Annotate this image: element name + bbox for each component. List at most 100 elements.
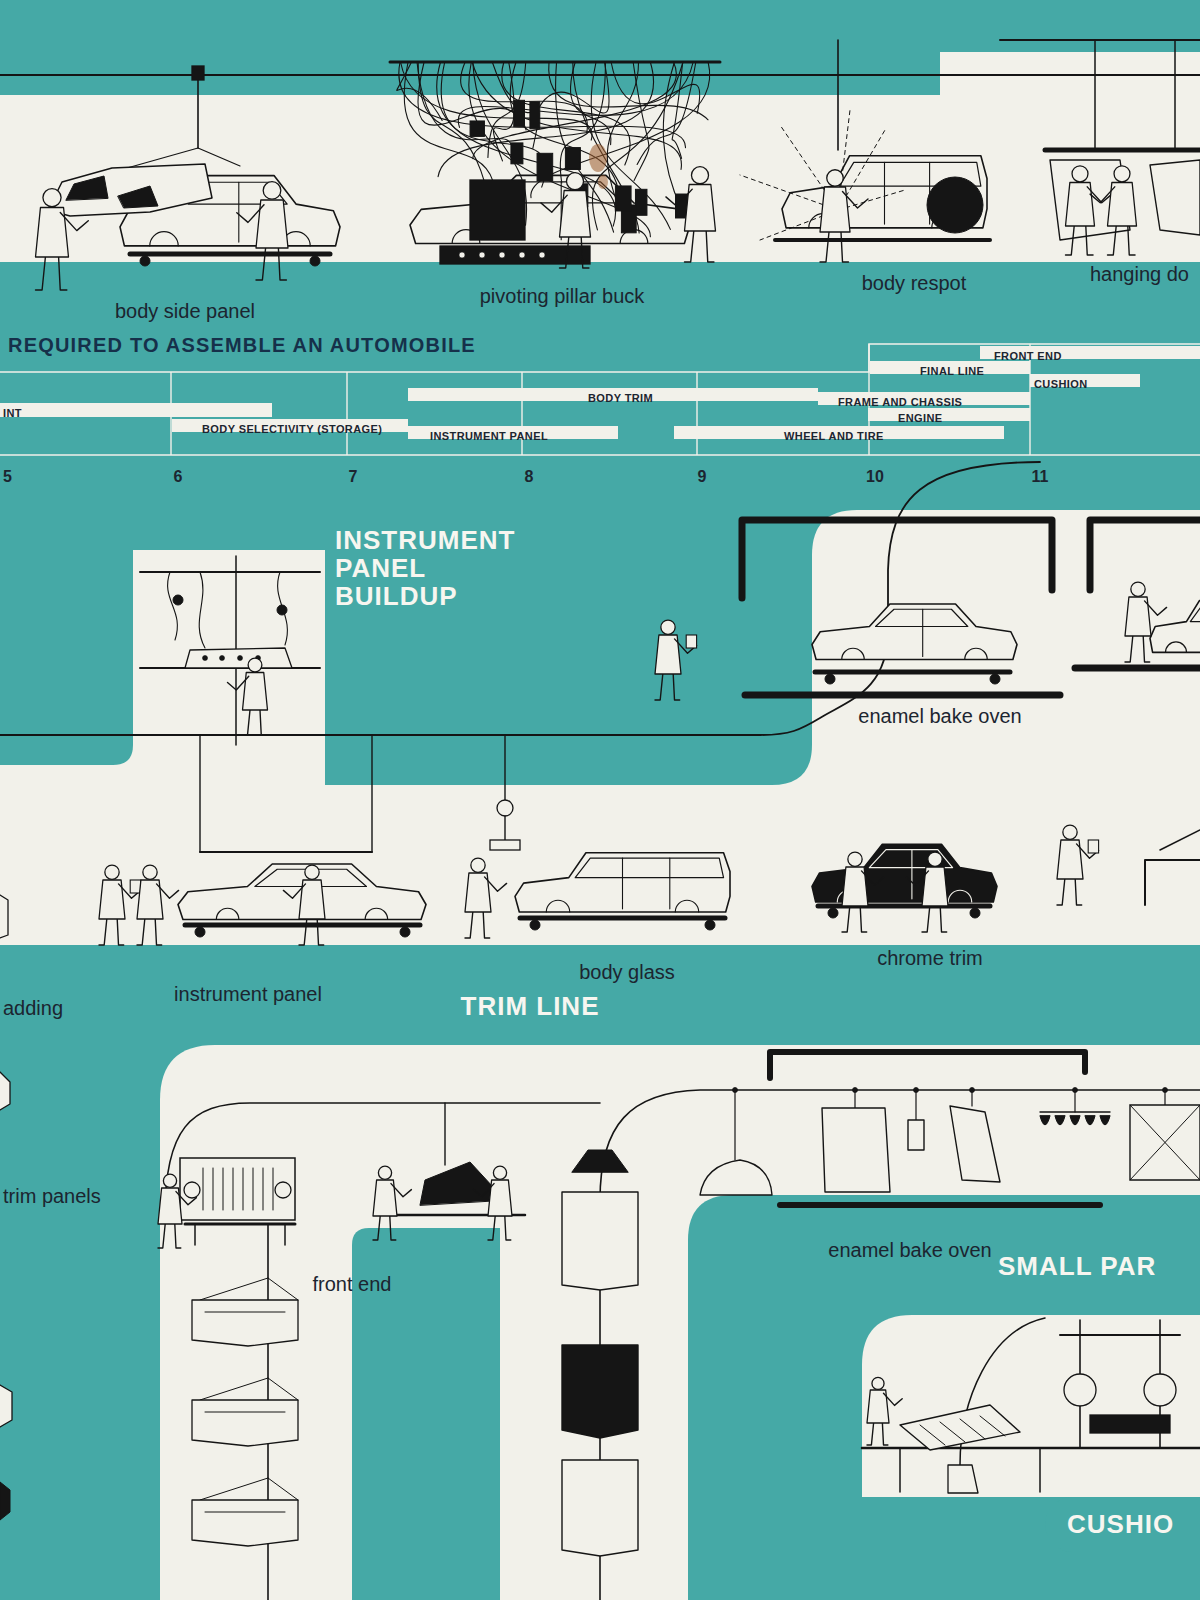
buck-rail xyxy=(390,61,720,64)
worker-figure xyxy=(661,620,675,634)
bar-text: INSTRUMENT PANEL xyxy=(430,430,548,443)
gauge xyxy=(220,656,225,661)
oven-bracket xyxy=(770,1052,1085,1078)
buck-wire xyxy=(437,62,616,226)
worker-figure xyxy=(820,187,850,232)
cushion-part xyxy=(900,1405,1020,1450)
worker-figure xyxy=(305,865,319,879)
worker-figure xyxy=(283,884,305,898)
cushion-stitch xyxy=(920,1425,945,1445)
timeline-rule xyxy=(521,372,522,455)
machine xyxy=(1060,1334,1180,1336)
machine-wheel xyxy=(1144,1374,1176,1406)
worker-figure xyxy=(299,919,307,945)
table xyxy=(1039,1448,1041,1492)
worker-figure xyxy=(378,1166,391,1179)
hose-reel xyxy=(277,605,287,615)
car-window xyxy=(1190,606,1200,622)
hanger xyxy=(371,735,372,852)
station-label: enamel bake oven xyxy=(858,705,1021,728)
body-side-panel xyxy=(48,164,212,216)
worker-figure xyxy=(493,1166,506,1179)
hour-number: 9 xyxy=(698,468,707,486)
worker-figure xyxy=(155,919,162,945)
worker-figure xyxy=(1131,582,1145,596)
glass-holder xyxy=(490,840,520,850)
sling xyxy=(268,1478,298,1500)
hose-reel xyxy=(173,595,183,605)
wheel-arch xyxy=(675,900,698,912)
car-door-line xyxy=(238,182,239,242)
worker-figure xyxy=(560,191,591,238)
hose xyxy=(168,572,178,640)
car-window xyxy=(575,858,723,878)
hanger-frame xyxy=(200,851,372,853)
buck-wire xyxy=(492,62,539,148)
worker-figure xyxy=(60,212,88,230)
worker-figure xyxy=(928,852,942,866)
worker-figure xyxy=(706,231,714,262)
front-end-assembly xyxy=(192,1400,298,1446)
worker-figure xyxy=(390,1216,396,1240)
table xyxy=(862,1447,1200,1450)
hose xyxy=(199,572,205,648)
worker-figure xyxy=(1114,166,1130,182)
body-shadow xyxy=(927,177,983,233)
hanger xyxy=(734,1090,735,1160)
buck-wire xyxy=(531,62,710,198)
front-end-assembly xyxy=(192,1500,298,1546)
panel-part xyxy=(822,1108,890,1192)
timeline-rule xyxy=(346,372,347,455)
buck-machine xyxy=(470,180,525,240)
carrier-wheel xyxy=(310,256,320,266)
carrier xyxy=(185,923,420,928)
door-part xyxy=(562,1192,638,1290)
cut-figure xyxy=(0,1482,10,1520)
stand xyxy=(284,1224,286,1245)
worker-figure xyxy=(117,919,124,945)
buck-wire xyxy=(633,62,649,181)
small-part xyxy=(1100,1116,1110,1125)
white-panel xyxy=(133,550,325,765)
station-label: body side panel xyxy=(115,300,255,323)
buck-block xyxy=(615,186,631,211)
buck-block xyxy=(537,153,553,181)
small-part xyxy=(908,1120,924,1150)
worker-figure xyxy=(820,232,829,262)
hoist-reel xyxy=(497,800,513,816)
worker-figure xyxy=(176,1192,196,1205)
fixture-rail xyxy=(140,571,320,573)
car-door-line xyxy=(622,858,623,909)
oven-floor xyxy=(1075,665,1200,672)
white-band xyxy=(0,95,1200,262)
schedule-bar: FRAME AND CHASSIS xyxy=(818,392,1030,405)
worker-figure xyxy=(237,205,264,223)
table xyxy=(899,1448,901,1492)
worker-figure xyxy=(43,189,61,207)
worker-figure xyxy=(243,710,251,735)
base-dot xyxy=(539,252,545,258)
buck-wire xyxy=(404,62,492,180)
worker-figure xyxy=(860,906,867,932)
worker-figure xyxy=(940,906,947,932)
timeline-rule xyxy=(696,372,697,455)
worker-figure xyxy=(566,173,583,190)
front-end-detail xyxy=(205,1512,285,1513)
hanger-trolley xyxy=(1163,1088,1168,1093)
worker-figure xyxy=(691,167,708,184)
car-door-line xyxy=(669,858,670,909)
worker-figure xyxy=(906,871,928,885)
worker-figure xyxy=(36,257,46,290)
hanger xyxy=(1074,1090,1075,1112)
worker-figure xyxy=(485,877,507,891)
station-label: front end xyxy=(313,1273,392,1296)
worker-figure xyxy=(922,906,930,932)
grille-bar xyxy=(253,1168,254,1210)
worker-figure xyxy=(260,710,266,735)
grille-bar xyxy=(273,1168,274,1210)
station-label: enamel bake oven xyxy=(828,1239,991,1262)
worker-figure xyxy=(843,192,869,209)
hanger-trolley xyxy=(1073,1088,1078,1093)
schedule-bar: CUSHION xyxy=(1030,374,1140,387)
